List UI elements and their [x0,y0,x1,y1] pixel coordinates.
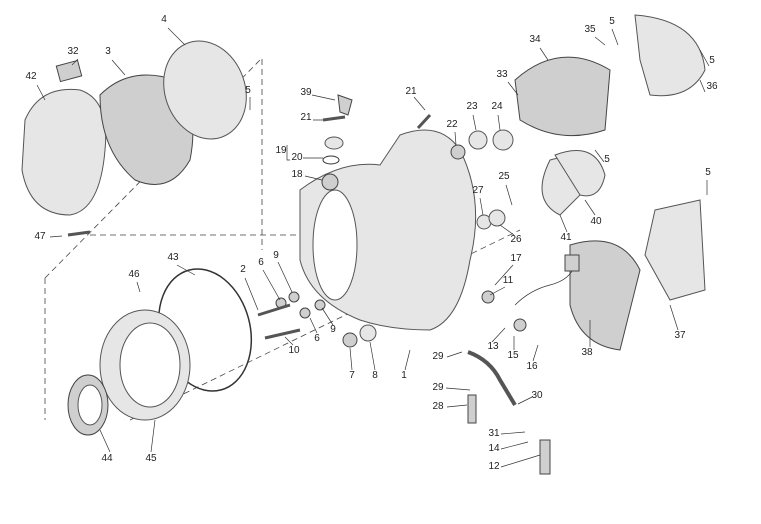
callout-label: 24 [491,101,503,112]
callout-label: 40 [590,216,602,227]
callout-label: 5 [609,16,615,27]
callout-label: 35 [584,24,596,35]
callout-label: 43 [167,252,179,263]
callout-label: 14 [488,443,500,454]
callout-label: 5 [245,85,251,96]
callout-label: 25 [498,171,510,182]
callout-label: 7 [349,370,355,381]
sensor-cable [514,264,576,306]
callout-label: 9 [330,324,336,335]
callout-label: 30 [531,390,543,401]
callout-label: 26 [510,234,522,245]
part-42-clutch-cover [21,88,107,216]
callout-label: 21 [300,112,312,123]
callout-label: 5 [705,167,711,178]
callout-label: 16 [526,361,538,372]
part-8-seal [359,324,377,342]
callout-label: 31 [488,428,500,439]
part-38-guard [569,240,641,351]
callout-label: 41 [560,232,572,243]
part-9-washer [288,291,300,303]
callout-label: 18 [291,169,303,180]
part-37-plate [644,199,706,301]
part-21-bolt [416,113,432,130]
part-21-bolt [322,115,346,122]
seal-bore [77,384,103,426]
callout-label: 17 [510,253,522,264]
callout-label: 29 [432,351,444,362]
callout-label: 23 [466,101,478,112]
assembly-line [44,57,263,279]
part-26-ring [488,209,506,227]
callout-label: 22 [446,119,458,130]
part-34-bracket [514,56,611,137]
callout-label: 34 [529,34,541,45]
part-36-plate [634,14,706,97]
callout-label: 13 [487,341,499,352]
callout-label: 5 [709,55,715,66]
part-32-badge [55,59,83,83]
callout-label: 38 [581,347,593,358]
part-23-plug [468,130,488,150]
part-6-washer [299,307,311,319]
part-40-plate [554,150,606,197]
part-47-bolt [67,230,91,237]
callout-label: 36 [706,81,718,92]
part-10-bolt [264,328,301,340]
callout-label: 6 [314,333,320,344]
callout-label: 47 [34,231,46,242]
callout-label: 37 [674,330,686,341]
callout-label: 32 [67,46,79,57]
part-19-cap [324,136,344,150]
part-20-o-ring [322,155,340,165]
callout-label: 9 [273,250,279,261]
callout-label: 10 [288,345,300,356]
callout-label: 4 [161,14,167,25]
callout-label: 1 [401,370,407,381]
callout-label: 15 [507,350,519,361]
callout-label: 46 [128,269,140,280]
part-28-fitting [467,394,477,424]
part-11-spring [481,290,495,304]
housing-bore [119,322,181,408]
callout-label: 19 [275,145,287,156]
callout-label: 42 [25,71,37,82]
callout-label: 6 [258,257,264,268]
callout-label: 39 [300,87,312,98]
callout-label: 12 [488,461,500,472]
callout-label: 44 [101,453,113,464]
part-30-pipe [467,350,517,407]
callout-label: 29 [432,382,444,393]
part-39-clip [337,94,353,116]
callout-label: 11 [502,275,514,286]
callout-label: 8 [372,370,378,381]
part-24-seal [492,129,514,151]
callout-label: 28 [432,401,444,412]
part-13-sensor [513,318,527,332]
part-2-bolt [257,303,291,317]
callout-label: 45 [145,453,157,464]
part-22-ring [450,144,466,160]
callout-label: 3 [105,46,111,57]
part-17-connector [564,254,580,272]
part-7-plug [342,332,358,348]
part-9-washer [314,299,326,311]
callout-label: 5 [604,154,610,165]
leader-lines [36,27,710,468]
part-18-filler [321,173,339,191]
part-12-sensor [539,439,551,475]
callout-label: 33 [496,69,508,80]
part-4-gasket-plate [163,40,247,140]
callout-label: 2 [240,264,246,275]
callout-label: 27 [472,185,484,196]
callout-label: 20 [291,152,303,163]
callout-label: 21 [405,86,417,97]
cover-bore [312,189,358,301]
